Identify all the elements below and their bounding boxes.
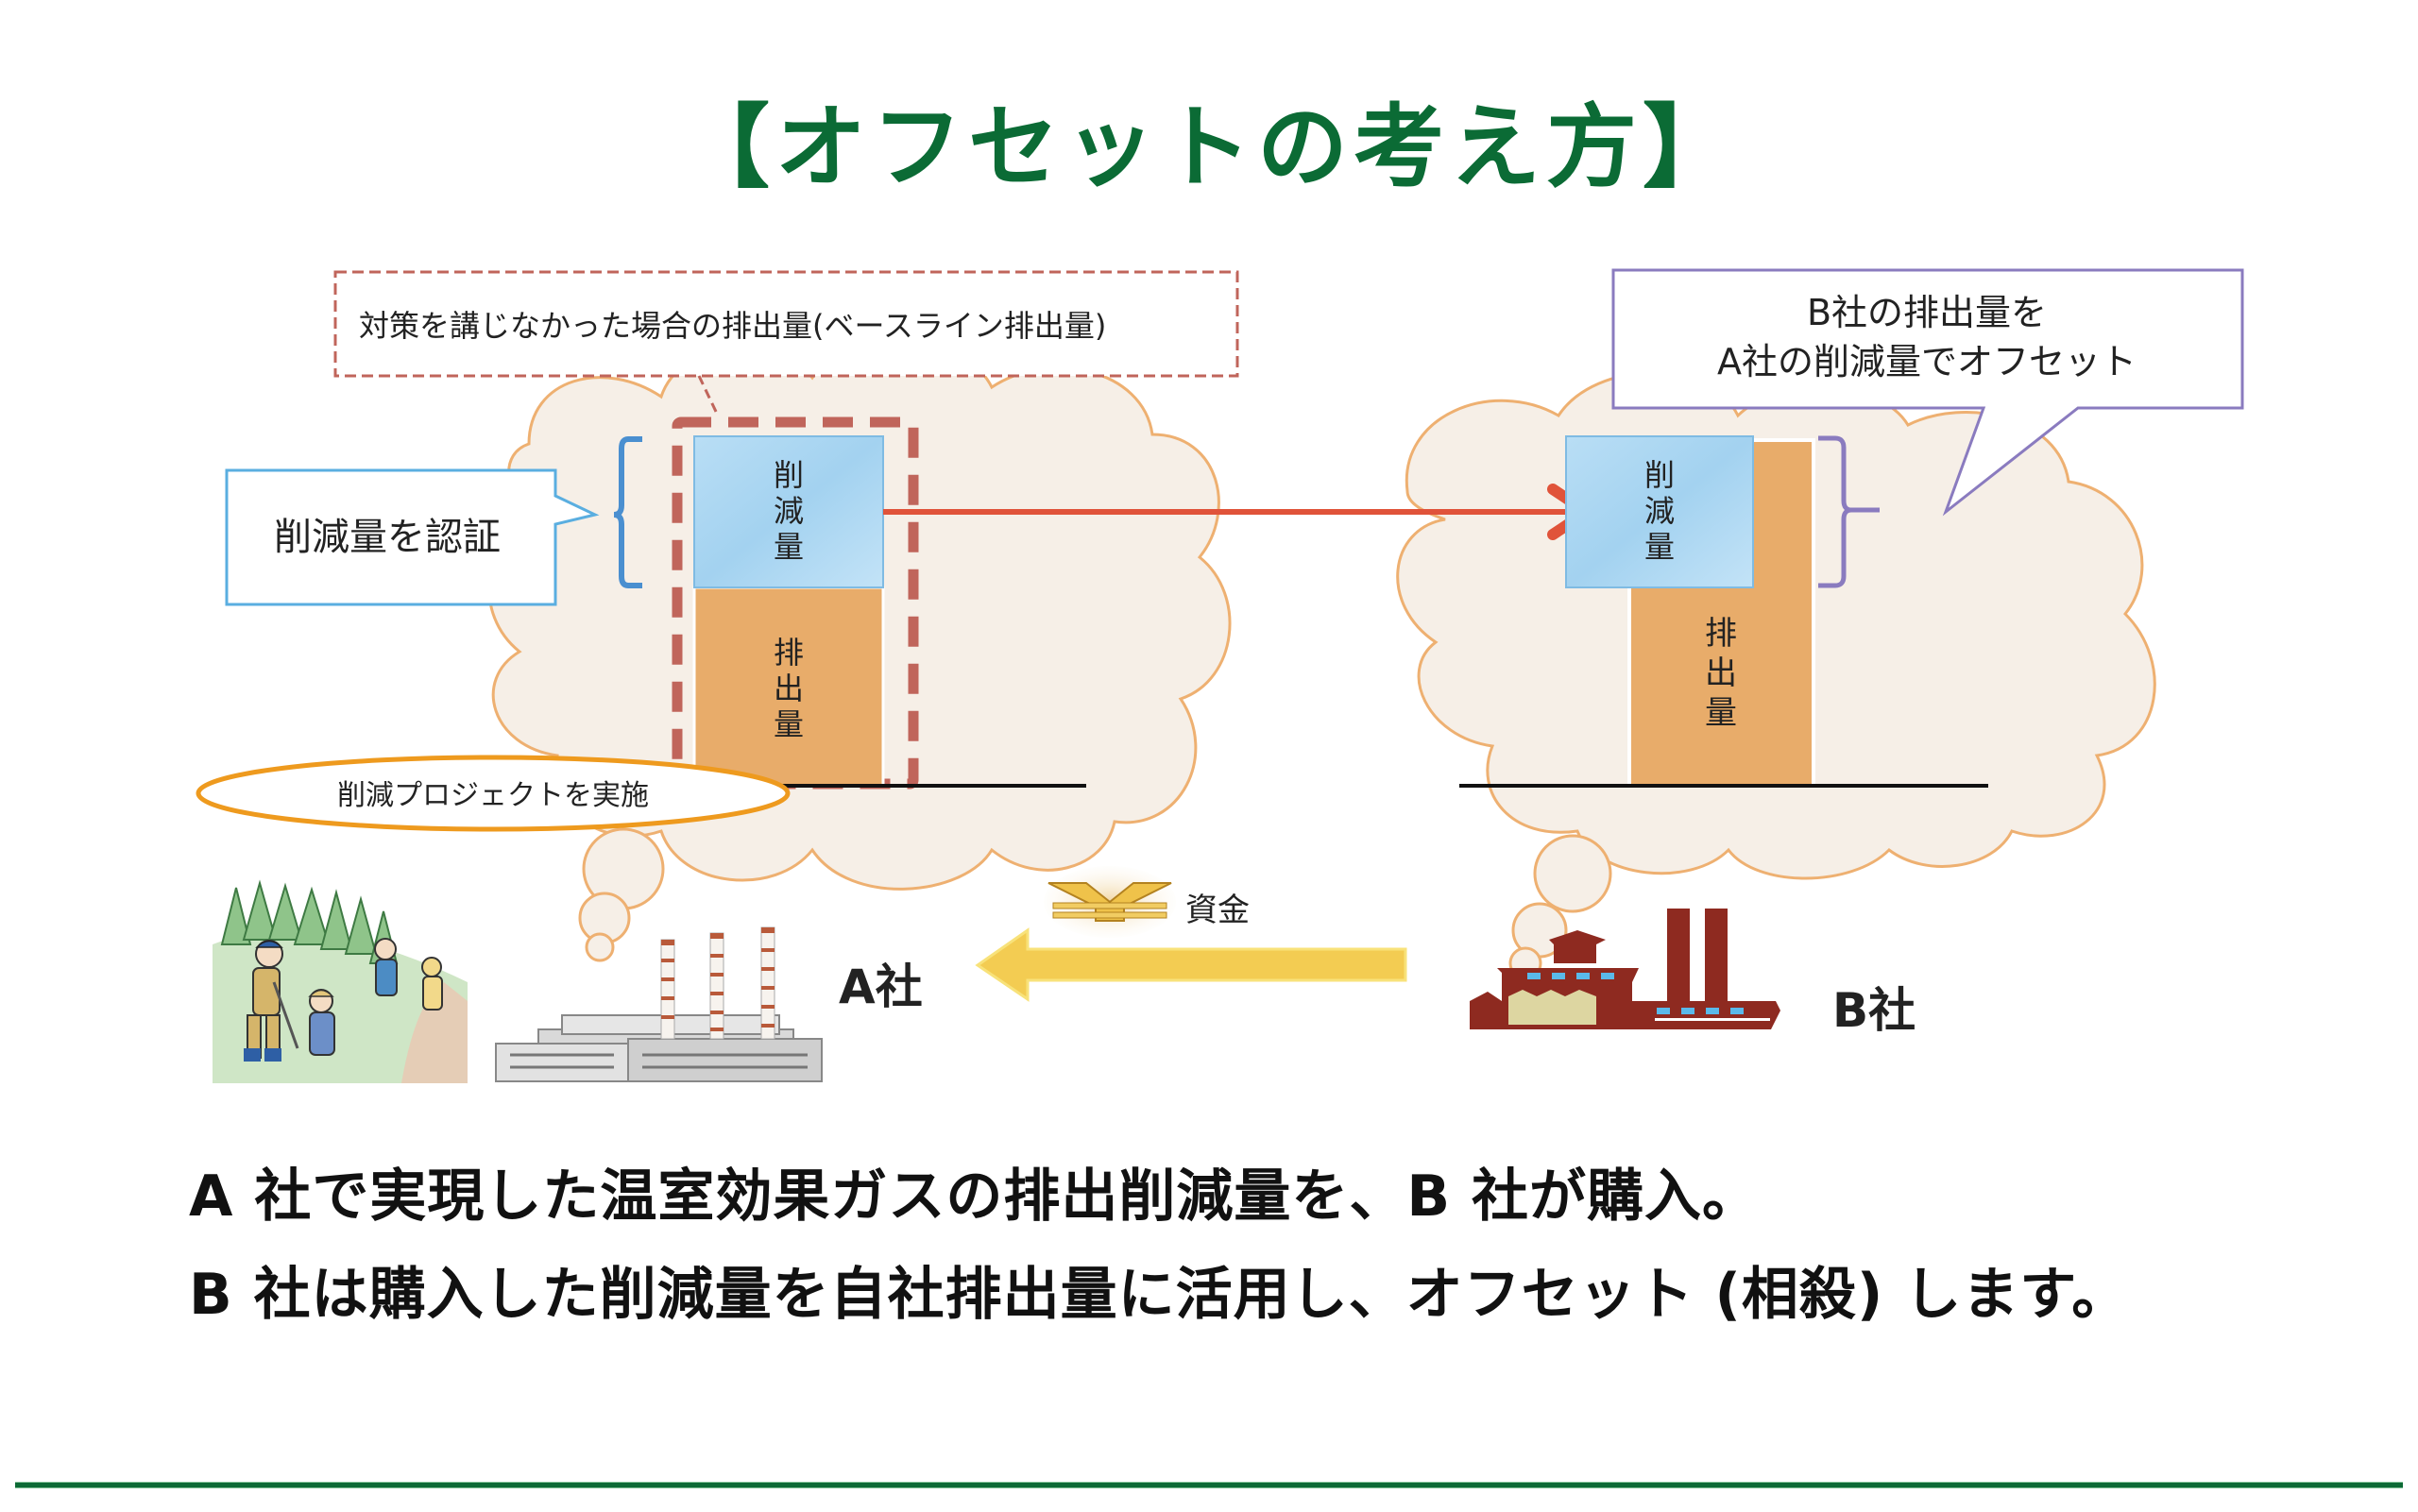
company-a-bars: 削 減 量 排 出 量: [692, 435, 885, 788]
offset-callout: B社の排出量を A社の削減量でオフセット: [1611, 268, 2244, 588]
worker-figure: [374, 938, 398, 996]
worker-figure: [308, 989, 335, 1056]
page-title: 【オフセットの考え方】: [679, 94, 1739, 200]
offset-callout-line1: B社の排出量を: [1807, 292, 2047, 333]
caption-line-1: A 社で実現した温室効果ガスの排出削減量を、B 社が購入。: [189, 1164, 1760, 1230]
project-label: 削減プロジェクトを実施: [196, 755, 791, 832]
b-reduction-char: 削: [1644, 457, 1675, 493]
company-a-factory-icon: [495, 926, 823, 1082]
a-emission-char: 排: [774, 635, 804, 671]
caption-line-2: B 社は購入した削減量を自社排出量に活用し、オフセット (相殺) します。: [189, 1262, 2130, 1328]
footer-divider: [15, 1483, 2403, 1487]
b-reduction-char: 量: [1644, 529, 1675, 565]
a-reduction-char: 量: [774, 529, 804, 565]
company-b-factory-icon: [1470, 909, 1780, 1029]
b-reduction-char: 減: [1644, 493, 1675, 529]
baseline-callout-text: 対策を講じなかった場合の排出量(ベースライン排出量): [359, 308, 1106, 344]
worker-figure: [421, 957, 443, 1011]
funds-label: 資金: [1185, 892, 1250, 929]
worker-figure: [244, 940, 299, 1062]
certify-callout: 削減量を認証: [225, 436, 642, 606]
company-a-reduction-bar: [693, 435, 884, 588]
baseline-callout: 対策を講じなかった場合の排出量(ベースライン排出量): [333, 270, 1239, 416]
funds-arrow: [975, 927, 1407, 1002]
offset-callout-line2: A社の削減量でオフセット: [1717, 341, 2137, 382]
project-label-text: 削減プロジェクトを実施: [337, 779, 649, 812]
b-emission-char: 出: [1705, 654, 1737, 692]
company-b-bars: 削 減 量 排 出 量: [1565, 435, 1815, 788]
company-b-label: B社: [1832, 983, 1916, 1038]
a-reduction-char: 減: [774, 493, 804, 529]
tree-planting-illustration: [213, 879, 468, 1083]
a-reduction-char: 削: [774, 457, 804, 493]
company-a-label: A社: [839, 960, 923, 1014]
yen-icon: [1044, 866, 1176, 938]
company-a-emission-bar: [692, 586, 885, 788]
b-emission-char: 排: [1705, 615, 1737, 653]
a-emission-char: 量: [774, 706, 804, 742]
certify-callout-text: 削減量を認証: [274, 516, 501, 559]
b-emission-char: 量: [1705, 694, 1737, 732]
company-b-reduction-bar: [1565, 435, 1754, 588]
a-emission-char: 出: [774, 671, 804, 706]
